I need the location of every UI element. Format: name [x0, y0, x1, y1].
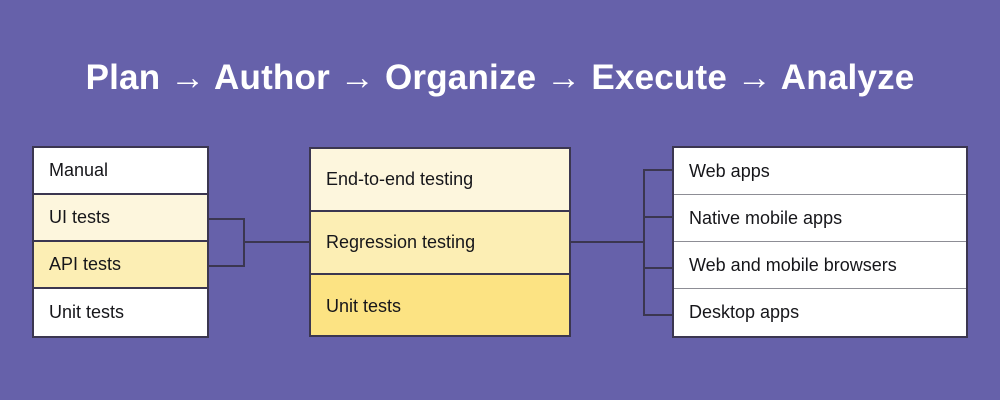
- connector-line: [571, 241, 645, 243]
- page-title: Plan → Author → Organize → Execute → Ana…: [85, 58, 915, 97]
- connector-line: [243, 241, 309, 243]
- connector-line: [643, 267, 674, 269]
- list-item[interactable]: UI tests: [34, 195, 207, 242]
- list-item[interactable]: Unit tests: [34, 289, 207, 335]
- platforms-group: Web apps Native mobile apps Web and mobi…: [672, 146, 968, 338]
- connector-line: [643, 314, 674, 316]
- connector-line: [643, 169, 674, 171]
- connector-line: [209, 218, 245, 220]
- list-item[interactable]: End-to-end testing: [311, 149, 569, 212]
- test-levels-group: End-to-end testing Regression testing Un…: [309, 147, 571, 337]
- list-item[interactable]: Native mobile apps: [674, 195, 966, 242]
- list-item[interactable]: Regression testing: [311, 212, 569, 275]
- list-item[interactable]: Web apps: [674, 148, 966, 195]
- connector-line: [643, 216, 674, 218]
- list-item[interactable]: Unit tests: [311, 275, 569, 335]
- connector-line: [209, 265, 245, 267]
- list-item[interactable]: API tests: [34, 242, 207, 289]
- list-item[interactable]: Web and mobile browsers: [674, 242, 966, 289]
- list-item[interactable]: Desktop apps: [674, 289, 966, 336]
- test-types-group: Manual UI tests API tests Unit tests: [32, 146, 209, 338]
- connector-line: [643, 169, 645, 316]
- list-item[interactable]: Manual: [34, 148, 207, 195]
